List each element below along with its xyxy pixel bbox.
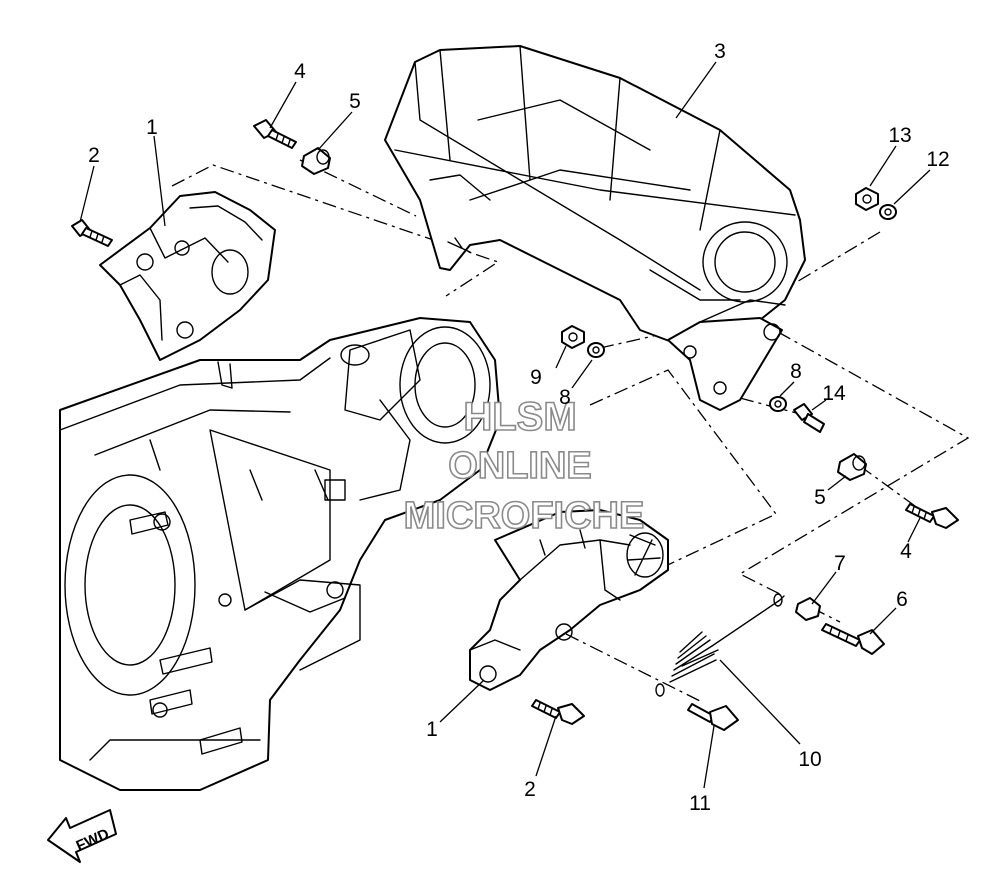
callout-14: 14 — [822, 382, 846, 405]
part-3-intake-grate — [384, 45, 806, 346]
callout-10: 10 — [798, 748, 821, 771]
washer-8-right — [769, 396, 787, 412]
assembly-line-bolt11 — [565, 633, 703, 703]
washer-8-left — [587, 342, 605, 358]
callout-12: 12 — [926, 148, 949, 171]
spring-coils — [669, 631, 719, 683]
lower-bracket-body — [469, 509, 669, 691]
watermark: HLSM ONLINE MICROFICHE — [403, 394, 645, 538]
watermark-line-1: HLSM — [463, 395, 576, 439]
callout-3: 3 — [714, 40, 726, 63]
callout-7: 7 — [834, 552, 846, 575]
assembly-line-bracket-right — [738, 331, 970, 595]
callout-13: 13 — [888, 124, 911, 147]
watermark-line-2: ONLINE — [448, 445, 592, 487]
washer-12 — [879, 204, 897, 220]
watermark-line-3: MICROFICHE — [404, 495, 645, 537]
bolt-4-lower — [905, 503, 959, 529]
assembly-line-bolt4-bottom — [859, 465, 916, 507]
collar-7 — [795, 597, 821, 621]
collar-5-upper — [301, 147, 331, 175]
nut-13 — [855, 187, 879, 211]
leader-lines — [79, 61, 931, 789]
callout-5-lower: 5 — [814, 486, 826, 509]
callout-8-right: 8 — [790, 360, 802, 383]
nut-9 — [561, 325, 585, 349]
grate-mount-bracket — [667, 299, 786, 411]
assembly-line-upper-left — [171, 164, 500, 297]
bolt-2-upper — [71, 219, 113, 247]
callout-labels: 1 2 4 5 3 13 12 9 8 8 14 5 4 7 6 1 2 10 … — [88, 40, 950, 815]
assembly-line-lower-bracket — [589, 369, 777, 579]
callout-5-upper: 5 — [349, 90, 361, 113]
grate-outline — [384, 45, 806, 346]
callout-2-upper: 2 — [88, 144, 100, 167]
bolt-2-lower — [531, 699, 585, 725]
part-1-lower-bracket — [469, 509, 669, 691]
bolt-4-upper — [253, 119, 297, 149]
callout-4-lower: 4 — [900, 540, 912, 563]
collar-5-lower — [837, 453, 867, 481]
fwd-arrow-icon: FWD — [47, 809, 117, 863]
callout-1-lower: 1 — [426, 718, 438, 741]
callout-2-lower: 2 — [524, 778, 536, 801]
callout-11: 11 — [689, 792, 711, 815]
callout-1-upper: 1 — [146, 116, 158, 139]
upper-bracket-body — [99, 191, 276, 361]
jet-pump-housing — [59, 317, 501, 791]
callout-6: 6 — [896, 588, 908, 611]
assembly-line-nut9 — [599, 329, 681, 349]
bolt-11 — [655, 683, 739, 731]
part-1-upper-bracket — [99, 191, 276, 361]
spring-10 — [669, 593, 785, 683]
bolt-6 — [821, 623, 885, 655]
callout-4-upper: 4 — [294, 60, 306, 83]
callout-8-left: 8 — [559, 386, 571, 409]
assembly-line-nut13 — [779, 231, 881, 293]
bolt-14 — [793, 403, 825, 433]
callout-9: 9 — [530, 366, 542, 389]
